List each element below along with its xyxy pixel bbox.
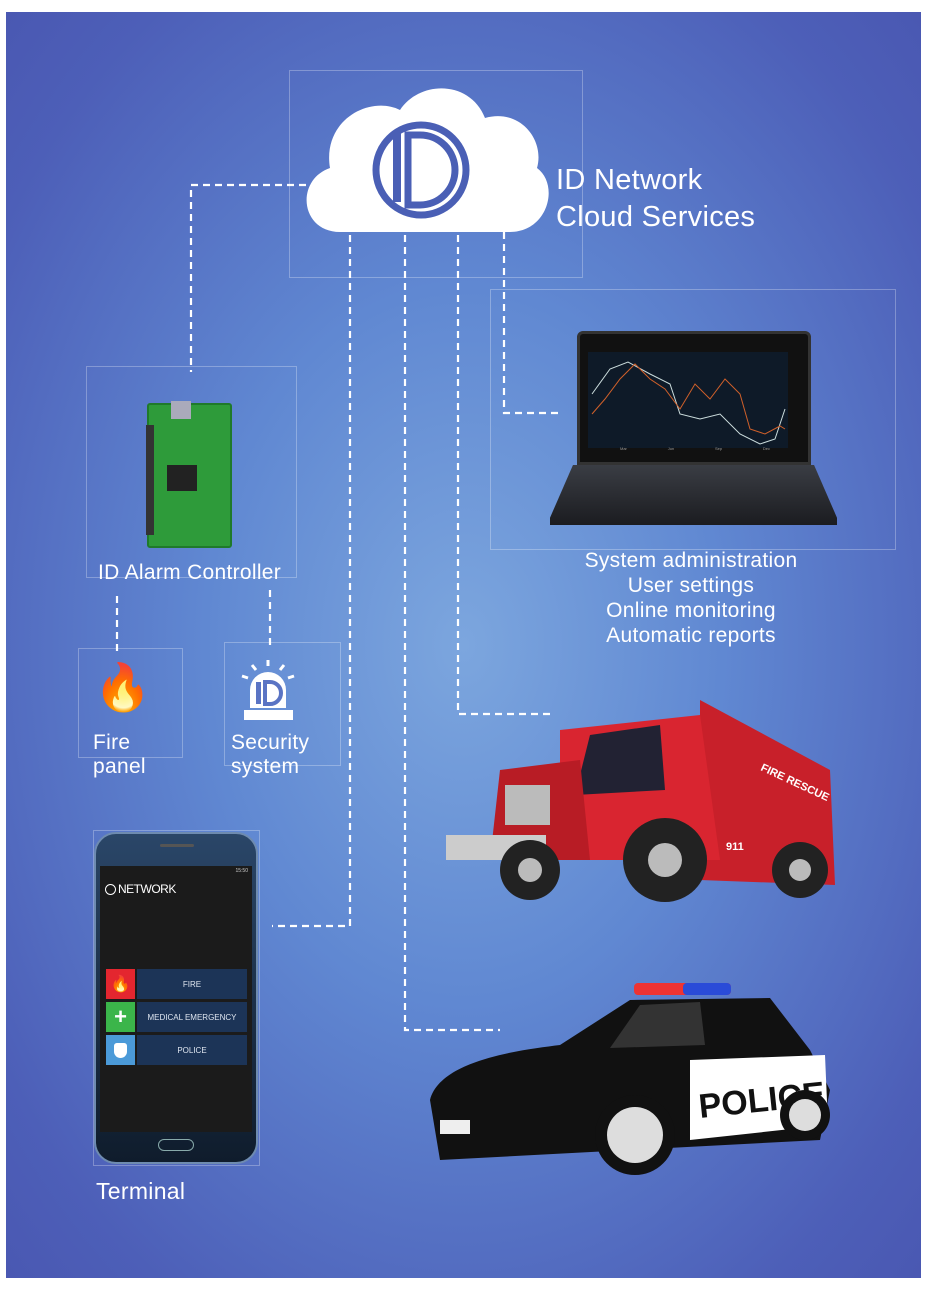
fire-button-label: FIRE — [137, 969, 247, 999]
security-frame — [224, 642, 341, 766]
series-orange — [591, 363, 786, 435]
line-cloud-terminal — [272, 235, 352, 928]
medical-button-label: MEDICAL EMERGENCY — [137, 1002, 247, 1032]
line-cloud-truck — [456, 235, 550, 716]
police-badge-icon — [106, 1035, 135, 1065]
feature-item: Online monitoring — [606, 599, 776, 622]
id-logo-icon — [105, 883, 116, 895]
fire-alert-button[interactable]: 🔥FIRE — [106, 969, 247, 999]
chip — [167, 465, 197, 491]
flame-icon: 🔥 — [94, 661, 152, 713]
ethernet-port — [171, 401, 191, 419]
controller-label: ID Alarm Controller — [98, 561, 282, 584]
feature-item: User settings — [627, 574, 755, 597]
feature-item: System administration — [584, 549, 798, 572]
laptop-keyboard — [550, 465, 837, 525]
medical-cross-icon: + — [106, 1002, 135, 1032]
fire-panel-line2: panel — [93, 755, 146, 778]
laptop-screen: Mar Jun Sep Dec — [577, 331, 811, 465]
cloud-title: ID Network Cloud Services — [556, 162, 755, 236]
security-line1: Security — [231, 731, 310, 754]
controller-frame — [86, 366, 297, 578]
month-label: Jun — [667, 446, 675, 451]
police-alert-button[interactable]: POLICE — [106, 1035, 247, 1065]
terminal-block — [146, 425, 154, 535]
medical-alert-button[interactable]: +MEDICAL EMERGENCY — [106, 1002, 247, 1032]
line-cloud-laptop — [502, 232, 560, 415]
security-line2: system — [231, 755, 300, 778]
fire-icon: 🔥 — [106, 969, 135, 999]
line-cloud-police — [403, 235, 500, 1032]
home-button[interactable] — [158, 1139, 194, 1151]
police-button-label: POLICE — [137, 1035, 247, 1065]
fire-panel-frame — [78, 648, 183, 758]
app-header: NETWORK — [105, 882, 176, 896]
controller-board-image — [146, 401, 232, 548]
phone-speaker — [160, 844, 194, 847]
cloud-title-line1: ID Network — [556, 164, 703, 196]
cloud-title-line2: Cloud Services — [556, 201, 756, 233]
terminal-label: Terminal — [96, 1178, 186, 1204]
laptop-frame — [490, 289, 896, 550]
phone-screen: 15:50 NETWORK — [100, 866, 252, 1132]
month-label: Dec — [762, 446, 770, 451]
status-time: 15:50 — [235, 868, 248, 874]
series-white — [591, 361, 786, 445]
terminal-frame — [93, 830, 260, 1166]
stock-chart — [588, 352, 788, 448]
chart-x-axis: Mar Jun Sep Dec — [620, 446, 770, 451]
line-cloud-controller — [189, 183, 306, 372]
feature-item: Automatic reports — [606, 624, 776, 647]
fire-panel-line1: Fire — [93, 731, 131, 754]
laptop-features: System administration User settings Onli… — [560, 548, 822, 648]
month-label: Sep — [714, 446, 723, 451]
cloud-frame — [289, 70, 583, 278]
month-label: Mar — [620, 446, 627, 451]
app-name: NETWORK — [118, 882, 176, 896]
